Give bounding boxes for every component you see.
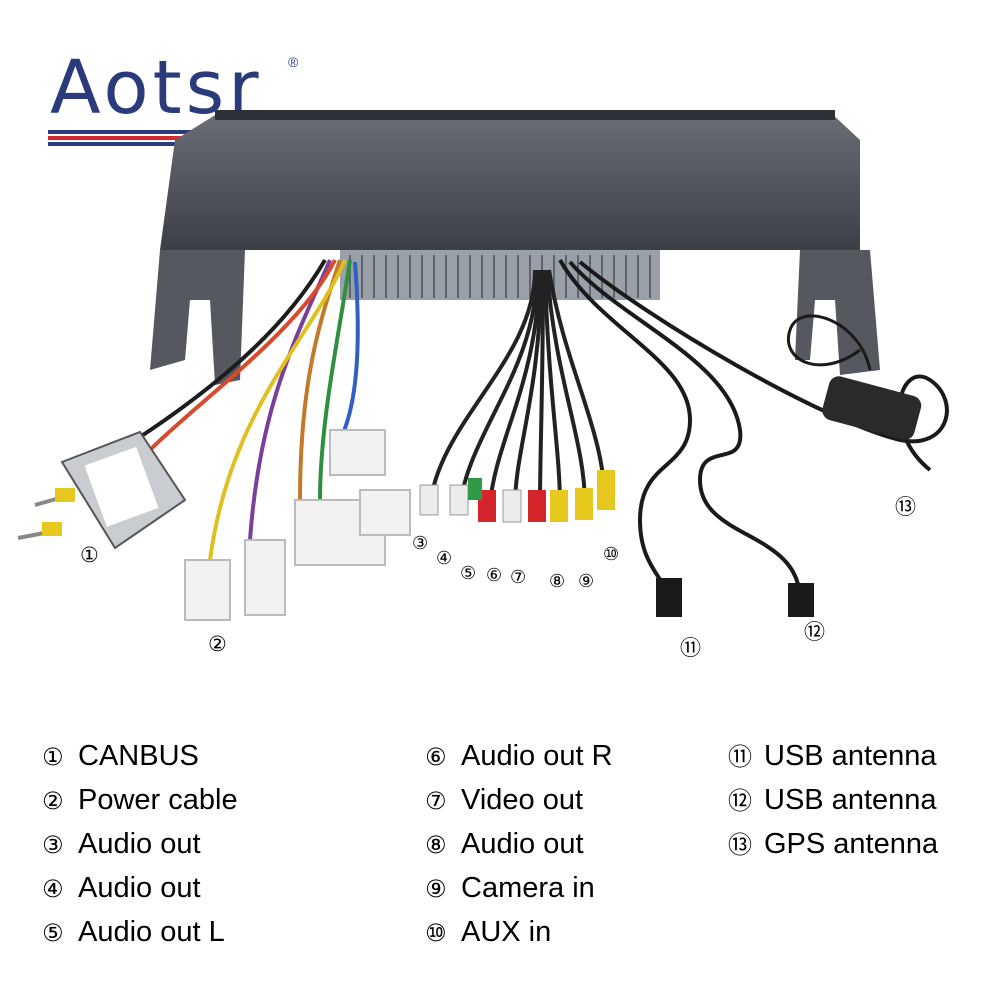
rca-plug-10 bbox=[597, 470, 615, 510]
usb-cable-2 bbox=[568, 260, 814, 617]
rca-plug-green bbox=[468, 478, 482, 500]
heat-sink bbox=[340, 250, 660, 300]
legend-label: AUX in bbox=[461, 916, 552, 948]
legend-number: ⑤ bbox=[42, 919, 64, 947]
legend-number: ⑧ bbox=[425, 831, 447, 859]
callout-7: ⑦ bbox=[510, 567, 527, 588]
callout-13: ⑬ bbox=[895, 495, 916, 519]
legend-item: ④ Audio out bbox=[42, 870, 238, 914]
callout-12: ⑫ bbox=[804, 620, 825, 644]
callout-3: ③ bbox=[412, 533, 429, 554]
callout-11: ⑪ bbox=[680, 636, 701, 660]
callout-10: ⑩ bbox=[603, 544, 620, 565]
legend-number: ⑬ bbox=[728, 831, 752, 859]
legend-label: Camera in bbox=[461, 872, 595, 904]
rca-plug-6 bbox=[502, 489, 522, 523]
callout-9: ⑨ bbox=[578, 571, 595, 592]
legend-label: GPS antenna bbox=[764, 828, 939, 860]
legend-item: ⑤ Audio out L bbox=[42, 914, 238, 958]
rca-plug-4 bbox=[449, 484, 469, 516]
usb-cable-1 bbox=[558, 259, 693, 617]
legend-label: USB antenna bbox=[764, 740, 937, 772]
legend-number: ④ bbox=[42, 875, 64, 903]
legend-number: ⑦ bbox=[425, 787, 447, 815]
legend-label: Audio out R bbox=[461, 740, 613, 772]
power-harness bbox=[118, 258, 360, 561]
legend-number: ③ bbox=[42, 831, 64, 859]
rca-plugs bbox=[419, 470, 615, 523]
legend-item: ⑩ AUX in bbox=[425, 914, 613, 958]
legend-item: ⑬ GPS antenna bbox=[728, 826, 938, 870]
legend-label: CANBUS bbox=[78, 740, 199, 772]
legend-item: ⑨ Camera in bbox=[425, 870, 613, 914]
unit-housing bbox=[160, 112, 860, 250]
legend-label: Audio out bbox=[461, 828, 584, 860]
legend-column-3: ⑪ USB antenna ⑫ USB antenna ⑬ GPS antenna bbox=[728, 738, 938, 870]
legend-label: USB antenna bbox=[764, 784, 937, 816]
rca-plug-7 bbox=[528, 490, 546, 522]
rca-plug-3 bbox=[419, 484, 439, 516]
unit-top-edge bbox=[215, 110, 835, 120]
callout-6: ⑥ bbox=[486, 565, 503, 586]
canbus-rca-plugs bbox=[17, 488, 75, 540]
callout-5: ⑤ bbox=[460, 563, 477, 584]
head-unit-illustration bbox=[17, 110, 949, 621]
legend-item: ⑧ Audio out bbox=[425, 826, 613, 870]
power-connectors bbox=[184, 429, 411, 621]
legend-label: Power cable bbox=[78, 784, 238, 816]
legend-item: ⑥ Audio out R bbox=[425, 738, 613, 782]
canbus-label bbox=[84, 446, 159, 527]
brand-logo: Aotsr ® bbox=[48, 48, 308, 146]
legend-column-1: ① CANBUS ② Power cable ③ Audio out ④ Audio o… bbox=[42, 738, 238, 958]
legend-number: ⑥ bbox=[425, 743, 447, 771]
legend-item: ⑪ USB antenna bbox=[728, 738, 938, 782]
legend-number: ⑫ bbox=[728, 787, 752, 815]
legend-label: Video out bbox=[461, 784, 584, 816]
trademark-symbol: ® bbox=[288, 54, 299, 70]
legend-number: ① bbox=[42, 743, 64, 771]
legend-number: ② bbox=[42, 787, 64, 815]
legend-column-2: ⑥ Audio out R ⑦ Video out ⑧ Audio out ⑨ Came… bbox=[425, 738, 613, 958]
rca-plug-5 bbox=[478, 490, 496, 522]
legend-item: ⑦ Video out bbox=[425, 782, 613, 826]
left-mount-bracket bbox=[150, 250, 245, 385]
legend-label: Audio out L bbox=[78, 916, 225, 948]
callout-8: ⑧ bbox=[549, 571, 566, 592]
callout-4: ④ bbox=[436, 548, 453, 569]
legend-item: ③ Audio out bbox=[42, 826, 238, 870]
legend-number: ⑩ bbox=[425, 919, 447, 947]
legend-label: Audio out bbox=[78, 872, 201, 904]
legend-number: ⑪ bbox=[728, 743, 752, 771]
gps-antenna bbox=[578, 260, 949, 472]
legend-item: ⑫ USB antenna bbox=[728, 782, 938, 826]
rca-harness bbox=[428, 269, 607, 506]
legend-item: ② Power cable bbox=[42, 782, 238, 826]
rca-plug-9 bbox=[575, 488, 593, 520]
legend-label: Audio out bbox=[78, 828, 201, 860]
rca-plug-8 bbox=[550, 490, 568, 522]
legend-number: ⑨ bbox=[425, 875, 447, 903]
legend-item: ① CANBUS bbox=[42, 738, 238, 782]
callout-2: ② bbox=[208, 632, 227, 656]
callout-1: ① bbox=[80, 543, 99, 567]
